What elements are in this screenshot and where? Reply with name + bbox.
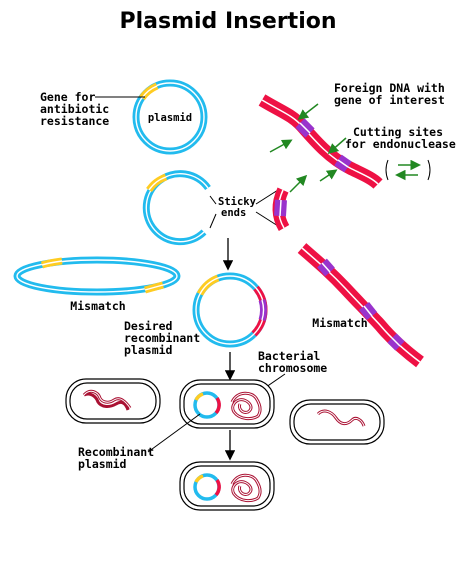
cutting-sites-label-line2: for endonuclease <box>345 137 456 151</box>
gene-label-line2: antibiotic <box>40 102 109 116</box>
foreign-dna-label-line2: gene of interest <box>334 93 445 107</box>
sticky-ends-label-line1: Sticky <box>218 196 257 208</box>
bacterium-4 <box>179 461 275 511</box>
gene-label-line3: resistance <box>40 114 109 128</box>
bacterium-2 <box>179 379 275 429</box>
foreign-dna-strand <box>258 94 383 189</box>
desired-label-line3: plasmid <box>124 343 173 357</box>
desired-recombinant-plasmid <box>192 272 268 348</box>
mismatch-foreign-dna <box>297 243 424 368</box>
bacterial-label-line2: chromosome <box>258 361 327 375</box>
cutting-sites-label-line1: Cutting sites <box>353 125 443 139</box>
resistance-gene-segment <box>139 82 159 101</box>
recombinant-label-line1: Recombinant <box>78 445 154 459</box>
bacterium-1 <box>65 378 161 424</box>
cut-legend <box>385 159 431 181</box>
recombinant-label-line2: plasmid <box>78 457 127 471</box>
foreign-dna-label-line1: Foreign DNA with <box>334 81 445 95</box>
gene-label-line1: Gene for <box>40 90 95 104</box>
bacterium-3 <box>289 399 385 445</box>
bacterial-label-line1: Bacterial <box>258 349 320 363</box>
desired-label-line1: Desired <box>124 319 173 333</box>
cut-arrows <box>269 103 347 193</box>
mismatch-label-left: Mismatch <box>70 299 125 313</box>
mismatch-label-right: Mismatch <box>312 316 367 330</box>
sticky-ends-label-line2: ends <box>221 207 246 219</box>
plasmid-label: plasmid <box>148 112 192 124</box>
original-plasmid <box>132 79 208 155</box>
mismatch-plasmid <box>13 256 181 296</box>
desired-label-line2: recombinant <box>124 331 200 345</box>
page-title: Plasmid Insertion <box>119 9 336 34</box>
cut-plasmid <box>142 170 211 246</box>
foreign-dna-fragment <box>272 187 290 232</box>
